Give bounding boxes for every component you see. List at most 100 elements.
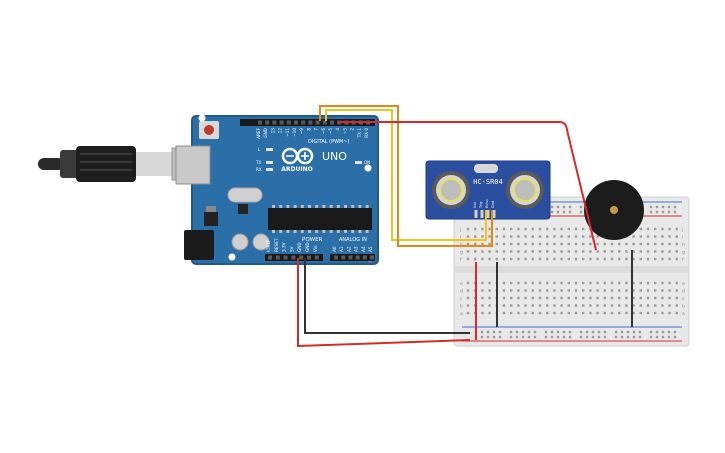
breadboard-hole[interactable] [603,311,606,315]
power-pin[interactable] [314,255,319,260]
breadboard-hole[interactable] [655,330,659,334]
breadboard-hole[interactable] [502,289,506,292]
breadboard-hole[interactable] [466,227,470,231]
breadboard-hole[interactable] [466,304,470,307]
breadboard-hole[interactable] [589,281,592,285]
breadboard-hole[interactable] [618,281,621,285]
breadboard-hole[interactable] [596,250,599,253]
breadboard-hole[interactable] [466,242,470,246]
breadboard-hole[interactable] [515,335,519,339]
breadboard-hole[interactable] [661,227,664,231]
breadboard-hole[interactable] [603,296,606,300]
digital-pin[interactable] [315,120,320,125]
breadboard-hole[interactable] [655,335,659,339]
breadboard-hole[interactable] [614,335,618,339]
breadboard-hole[interactable] [639,311,642,315]
breadboard-hole[interactable] [517,227,520,231]
digital-header[interactable] [240,119,375,126]
breadboard-hole[interactable] [480,330,484,334]
breadboard-hole[interactable] [502,227,506,231]
breadboard-hole[interactable] [466,311,470,315]
breadboard-hole[interactable] [668,227,671,231]
breadboard-hole[interactable] [632,311,635,315]
breadboard-hole[interactable] [567,281,570,285]
breadboard-hole[interactable] [625,289,628,292]
breadboard-hole[interactable] [632,304,635,307]
breadboard-hole[interactable] [492,335,496,339]
breadboard-hole[interactable] [524,289,527,292]
breadboard-hole[interactable] [553,296,556,300]
breadboard-hole[interactable] [524,281,527,285]
breadboard-hole[interactable] [618,250,621,253]
breadboard-hole[interactable] [488,257,491,261]
breadboard-hole[interactable] [502,242,506,246]
breadboard-hole[interactable] [661,235,664,238]
power-pin[interactable] [268,255,272,260]
breadboard-hole[interactable] [480,335,484,339]
breadboard-hole[interactable] [538,311,542,315]
breadboard-hole[interactable] [610,296,614,300]
digital-pin[interactable] [272,120,277,125]
breadboard-hole[interactable] [668,257,671,261]
breadboard-hole[interactable] [603,257,606,261]
breadboard-hole[interactable] [531,296,534,300]
breadboard-hole[interactable] [639,227,642,231]
breadboard-hole[interactable] [632,281,635,285]
breadboard-hole[interactable] [626,330,630,334]
breadboard-hole[interactable] [675,250,678,253]
breadboard-hole[interactable] [661,330,665,334]
analog-pin[interactable] [362,255,367,260]
sensor-pin[interactable] [474,210,478,218]
breadboard-hole[interactable] [481,289,484,292]
breadboard-hole[interactable] [474,250,477,253]
breadboard-hole[interactable] [531,289,534,292]
breadboard-hole[interactable] [646,311,650,315]
digital-pin[interactable] [301,120,306,125]
breadboard-hole[interactable] [510,296,513,300]
breadboard-hole[interactable] [596,311,599,315]
breadboard-hole[interactable] [556,330,560,334]
breadboard-hole[interactable] [591,330,595,334]
breadboard-hole[interactable] [632,296,635,300]
breadboard-hole[interactable] [538,250,542,253]
breadboard-hole[interactable] [603,330,607,334]
breadboard-hole[interactable] [582,257,585,261]
breadboard-hole[interactable] [524,250,527,253]
breadboard-hole[interactable] [596,296,599,300]
breadboard-hole[interactable] [495,227,498,231]
breadboard-hole[interactable] [546,281,549,285]
breadboard-hole[interactable] [675,242,678,246]
digital-pin[interactable] [294,120,298,125]
breadboard-hole[interactable] [668,311,671,315]
breadboard-hole[interactable] [531,281,534,285]
breadboard-hole[interactable] [550,335,554,339]
digital-pin[interactable] [258,120,262,125]
breadboard-hole[interactable] [556,210,560,214]
breadboard-hole[interactable] [531,257,534,261]
breadboard-hole[interactable] [533,330,537,334]
breadboard-hole[interactable] [646,304,650,307]
breadboard-hole[interactable] [502,235,506,238]
breadboard-hole[interactable] [553,235,556,238]
breadboard-hole[interactable] [546,250,549,253]
power-pin[interactable] [291,255,296,260]
breadboard-hole[interactable] [492,330,496,334]
breadboard-hole[interactable] [625,250,628,253]
breadboard-hole[interactable] [474,257,477,261]
breadboard-hole[interactable] [474,235,477,238]
breadboard-hole[interactable] [517,257,520,261]
breadboard-hole[interactable] [603,281,606,285]
breadboard-hole[interactable] [560,296,563,300]
breadboard-hole[interactable] [579,205,583,209]
breadboard-hole[interactable] [654,296,657,300]
breadboard-hole[interactable] [675,296,678,300]
breadboard-hole[interactable] [466,250,470,253]
breadboard-hole[interactable] [488,296,491,300]
breadboard-hole[interactable] [502,250,506,253]
breadboard-hole[interactable] [531,235,534,238]
breadboard-hole[interactable] [661,281,664,285]
breadboard-hole[interactable] [661,205,665,209]
power-pin[interactable] [307,255,311,260]
breadboard-hole[interactable] [544,330,548,334]
